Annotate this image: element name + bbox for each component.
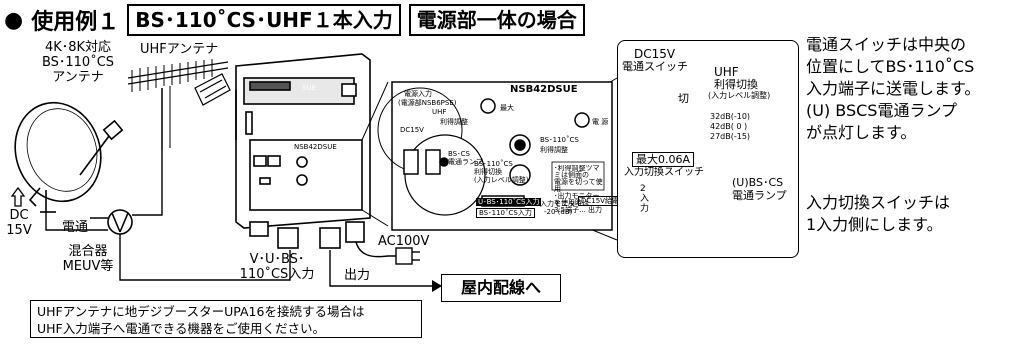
panel-bscs-switch-line1: BS･110˚CS [474,160,513,168]
zoom-two-input: 2入力 [640,184,650,214]
booster-badge: SUE [302,84,316,92]
zoom-db-level-1: 32dB(-10) [710,112,751,121]
input-label-line2: 110˚CS入力 [239,267,315,282]
zoom-uhf: UHF [714,65,739,79]
zoom-kiri: 切 [678,92,689,105]
note-callout: UHFアンテナに地デジブースターUPA16を接続する場合は UHF入力端子へ電通… [30,300,422,338]
panel-bscs: BS･110˚CS [540,136,579,144]
panel-dc15v: DC15V [400,126,424,134]
uhf-antenna-label: UHFアンテナ [140,42,219,57]
panel-max: 最大 [500,104,514,112]
mixer-label-line1: 混合器 [68,244,108,259]
panel-bottom-box1: U･BS･110˚CS入力 [476,198,542,206]
explain-p2-line2: 1入力側にします。 [806,215,943,234]
bs-antenna-label-line1: 4K･8K対応 [44,40,112,55]
zoom-dc15v: DC15V [634,47,676,61]
ac-label: AC100V [378,234,430,249]
panel-bscs-switch-line3: (入力レベル調整) [474,176,529,184]
explain-p1-line3: 入力端子に送電します。 [806,79,981,98]
uhf-antenna-icon [127,59,231,150]
panel-bottom-box2: BS･110˚CS入力 [476,208,535,218]
panel-bottom-box3-sub: -20 (dB) [544,208,573,216]
panel-power-input-sub: (電源部NSB6PSE) [398,99,457,107]
panel-notes-line3: ･出力モニターを使用時は [554,192,600,207]
explain-p1-line5: が点灯します。 [806,123,917,142]
cable-lines [45,150,432,287]
panel-notes: ･利得調整ツマミは側面の 電源を切って使用 ･出力モニターを使用時は 3.5端子… [554,165,604,214]
panel-power-input: 電源入力 [404,90,432,98]
input-label-line1: V･U･BS･ [249,252,305,267]
dc-label-line1: DC [9,208,29,223]
bs-antenna-label-line2: BS･110˚CS [41,55,115,70]
zoom-input-level: (入力レベル調整) [708,91,771,100]
zoom-lamp-line2: 電通ランプ [732,189,787,202]
bs-antenna-label-line3: アンテナ [52,70,104,85]
zoom-db-level-3: 27dB(-15) [710,132,751,141]
panel-bottom-box3: 入力モニター [540,200,582,208]
zoom-box [617,40,799,258]
zoom-input-switch: 入力切換スイッチ [624,167,704,178]
mixer-label-line2: MEUV等 [62,259,114,274]
title-row: ● 使用例１ BS･110˚CS･UHF１本入力 電源部一体の場合 [4,2,585,38]
panel-notes-line1: ･利得調整ツマミは側面の [554,165,600,179]
panel-bscs-lamp: BS･CS 電通ランプ [448,150,483,166]
explain-paragraph-1: 電通スイッチは中央の 位置にしてBS･110˚CS 入力端子に送電します。 (U… [806,34,980,144]
booster-box-icon [235,53,371,249]
output-label: 出力 [344,268,371,283]
indoor-wiring-box: 屋内配線へ [441,274,561,302]
bs-dish-icon [14,101,124,213]
panel-notes-line2: 電源を切って使用 [554,178,603,193]
explain-p2-line1: 入力切換スイッチは [806,193,951,212]
explain-p1-line2: 位置にしてBS･110˚CS [806,57,975,76]
panel-notes-line4: 3.5端子... [554,206,586,214]
title-box-power: 電源部一体の場合 [408,4,585,36]
mixer-icon [107,209,133,235]
input-label: V･U･BS･ 110˚CS入力 [222,252,332,282]
dc-arrow-icon [10,186,26,207]
panel-power-lamp: 電 源 [592,118,609,126]
booster-model-small: NSB42DSUE [294,143,337,151]
explain-p1-line1: 電通スイッチは中央の [806,35,967,54]
note-callout-line1: UHFアンテナに地デジブースターUPA16を接続する場合は [37,304,365,319]
panel-uhf-gain: 利得調整 [440,118,468,126]
panel-bscs-lamp-line1: BS･CS [448,150,470,158]
explain-p1-line4: (U) BSCS電通ランプ [806,101,957,120]
panel-bscs-switch: BS･110˚CS 利得切換 (入力レベル調整) [474,160,528,184]
zoom-uhf-gain-switch: 利得切換 [714,78,758,91]
mixer-label: 混合器 MEUV等 [58,244,118,274]
panel-bscs-lamp-line2: 電通ランプ [448,158,483,166]
zoom-max-current: 最大0.06A [632,152,695,167]
zoom-lamp-label: (U)BS･CS 電通ランプ [732,176,787,202]
panel-bs-gain: 利得調整 [540,146,568,154]
dc-label: DC 15V [2,208,36,238]
title-bullet: ● [4,7,24,33]
title-box-input: BS･110˚CS･UHF１本入力 [127,4,401,36]
zoom-dentsu-switch: 電通スイッチ [622,60,688,73]
panel-outline [377,81,613,231]
dc-label-line2: 15V [6,223,32,238]
panel-bscs-switch-line2: 利得切換 [474,168,502,176]
panel-bottom-box4-sub: 出力 [588,206,602,214]
bs-antenna-label: 4K･8K対応 BS･110˚CS アンテナ [38,40,118,85]
explain-paragraph-2: 入力切換スイッチは 1入力側にします。 [806,192,950,236]
dentsu-label: 電通 [62,220,89,235]
zoom-one-input: 1入力 [685,180,695,210]
zoom-db-level-2: 42dB( 0 ) [710,122,748,131]
panel-uhf: UHF [432,108,447,116]
zoom-db-levels: 32dB(-10) 42dB( 0 ) 27dB(-15) [710,112,750,142]
panel-bottom-box4: DC15V給電 [578,196,622,206]
title-main: 使用例１ [31,10,120,35]
zoom-lamp-line1: (U)BS･CS [732,176,784,189]
ac-cable [355,241,420,265]
panel-model: NSB42DSUE [510,84,578,95]
note-callout-line2: UHF入力端子へ電通できる機器をご使用ください。 [37,321,325,336]
